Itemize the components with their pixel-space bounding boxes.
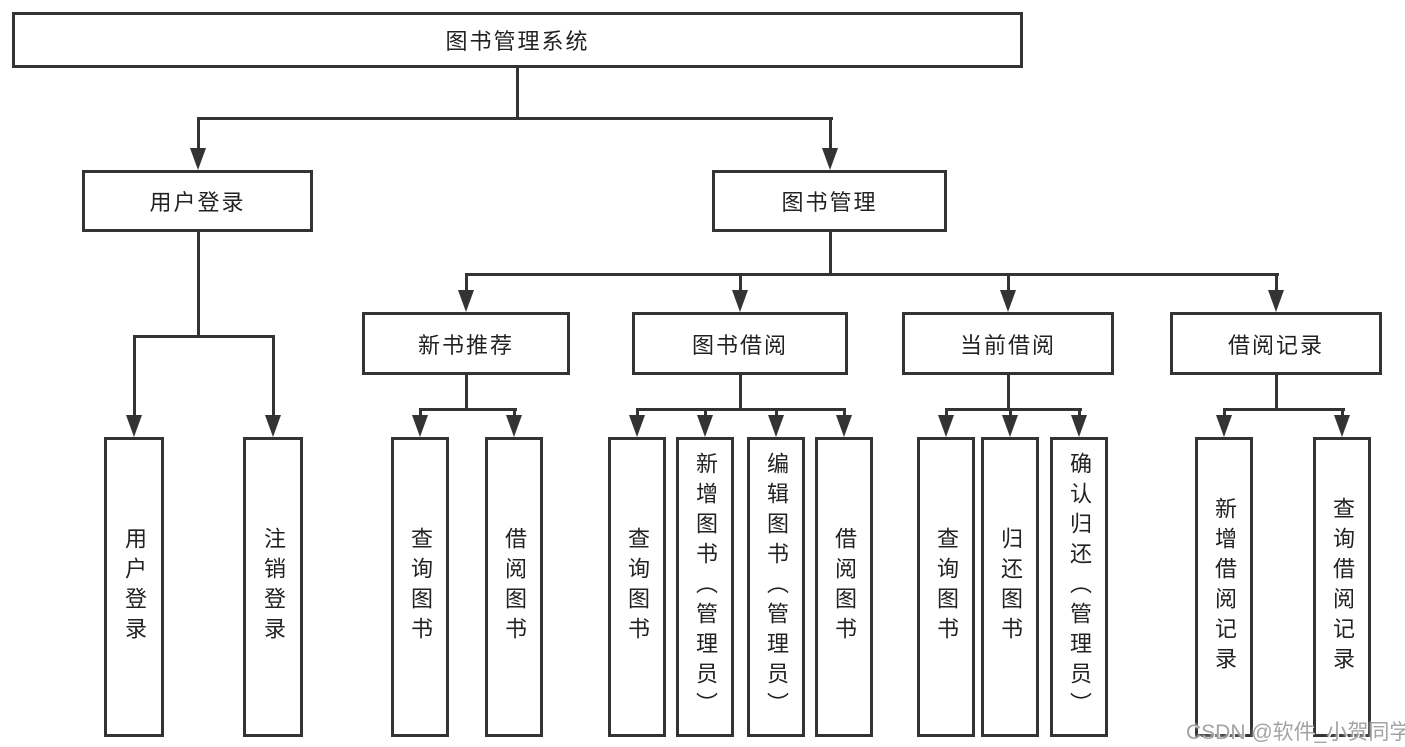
arrowhead-book-management <box>822 148 838 170</box>
connector-drop <box>1009 408 1012 417</box>
connector-recommend-stem <box>465 375 468 408</box>
leaf-record-add: 新增借阅记录 <box>1195 437 1253 737</box>
connector-drop-user-login <box>197 117 200 149</box>
connector-record-rail <box>1223 408 1345 411</box>
arrowhead-current-query <box>938 415 954 437</box>
arrowhead-new-book-recommend <box>458 290 474 312</box>
node-new-book-recommend: 新书推荐 <box>362 312 570 375</box>
connector-root-stem <box>516 68 519 117</box>
connector-book-borrow-stem <box>739 375 742 408</box>
connector-book-borrow-rail <box>636 408 846 411</box>
connector-drop <box>636 408 639 417</box>
leaf-borrow-add-book: 新增图书（管理员） <box>676 437 734 737</box>
leaf-borrow-edit-book: 编辑图书（管理员） <box>747 437 805 737</box>
arrowhead-record-query <box>1334 415 1350 437</box>
leaf-recommend-borrow-book: 借阅图书 <box>485 437 543 737</box>
node-borrow-record: 借阅记录 <box>1170 312 1382 375</box>
arrowhead-current-return <box>1002 415 1018 437</box>
connector-drop-leaf-user-login <box>133 335 136 415</box>
connector-record-stem <box>1275 375 1278 408</box>
connector-drop <box>704 408 707 417</box>
arrowhead-record-add <box>1216 415 1232 437</box>
connector-drop <box>945 408 948 417</box>
leaf-recommend-query-book: 查询图书 <box>391 437 449 737</box>
leaf-user-login: 用户登录 <box>104 437 164 737</box>
arrowhead-leaf-logout <box>265 415 281 437</box>
leaf-record-query: 查询借阅记录 <box>1313 437 1371 737</box>
arrowhead-user-login <box>190 148 206 170</box>
connector-drop-book-borrow <box>739 273 742 290</box>
leaf-current-confirm-return: 确认归还（管理员） <box>1050 437 1108 737</box>
connector-drop-leaf-logout <box>272 335 275 415</box>
connector-drop <box>1223 408 1226 417</box>
connector-drop <box>419 408 422 417</box>
arrowhead-borrow-edit <box>768 415 784 437</box>
connector-book-management-stem <box>829 232 832 273</box>
connector-user-login-stem <box>197 232 200 335</box>
connector-drop <box>1341 408 1344 417</box>
connector-drop-current-borrow <box>1007 273 1010 290</box>
connector-drop <box>513 408 516 417</box>
connector-drop-book-management <box>829 117 832 149</box>
node-user-login: 用户登录 <box>82 170 313 232</box>
connector-drop <box>775 408 778 417</box>
leaf-borrow-borrow-book: 借阅图书 <box>815 437 873 737</box>
arrowhead-recommend-query <box>412 415 428 437</box>
leaf-current-query-book: 查询图书 <box>917 437 975 737</box>
connector-drop <box>1078 408 1081 417</box>
arrowhead-current-borrow <box>1000 290 1016 312</box>
node-book-management: 图书管理 <box>712 170 947 232</box>
node-root: 图书管理系统 <box>12 12 1023 68</box>
node-book-borrow: 图书借阅 <box>632 312 848 375</box>
leaf-logout: 注销登录 <box>243 437 303 737</box>
connector-drop <box>843 408 846 417</box>
arrowhead-borrow-add <box>697 415 713 437</box>
connector-current-stem <box>1007 375 1010 408</box>
connector-level3-rail <box>465 273 1279 276</box>
arrowhead-borrow-query <box>629 415 645 437</box>
csdn-watermark: CSDN @软件_小贺同学 <box>1186 721 1405 744</box>
arrowhead-borrow-borrow <box>836 415 852 437</box>
leaf-current-return-book: 归还图书 <box>981 437 1039 737</box>
connector-drop-borrow-record <box>1275 273 1278 290</box>
leaf-borrow-query-book: 查询图书 <box>608 437 666 737</box>
arrowhead-book-borrow <box>732 290 748 312</box>
connector-level2-rail <box>197 117 833 120</box>
connector-drop-new-book-recommend <box>465 273 468 290</box>
arrowhead-current-confirm <box>1071 415 1087 437</box>
arrowhead-leaf-user-login <box>126 415 142 437</box>
arrowhead-recommend-borrow <box>506 415 522 437</box>
connector-recommend-rail <box>419 408 517 411</box>
connector-current-rail <box>945 408 1082 411</box>
node-current-borrow: 当前借阅 <box>902 312 1114 375</box>
connector-user-login-rail <box>133 335 275 338</box>
arrowhead-borrow-record <box>1268 290 1284 312</box>
